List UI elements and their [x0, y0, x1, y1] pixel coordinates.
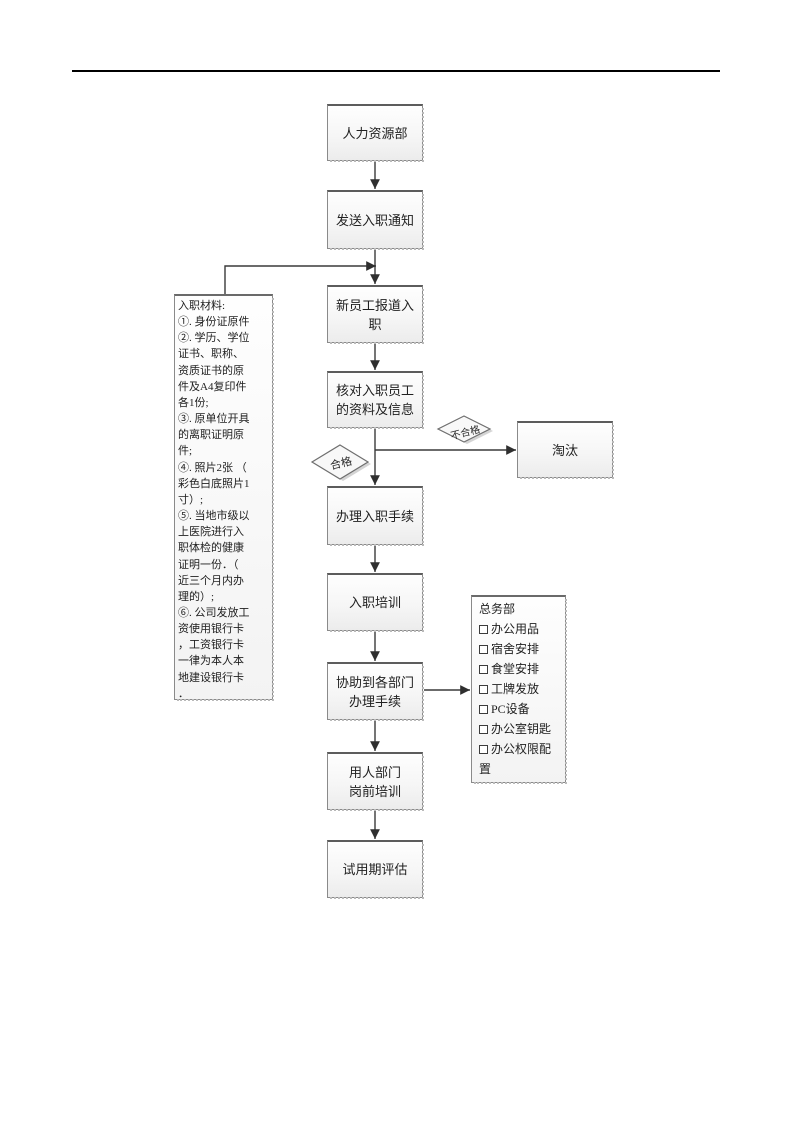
flow-node-dept-training: 用人部门 岗前培训: [327, 752, 424, 811]
checkbox-icon: [479, 745, 488, 754]
checkbox-icon: [479, 705, 488, 714]
flow-node-label: 办理入职手续: [335, 508, 414, 524]
unqualified-diamond: 不合格: [436, 415, 494, 447]
diamond-shape-icon: [436, 415, 493, 444]
checklist-item-dormitory: 宿舍安排: [479, 639, 558, 659]
flow-node-label: 入职培训: [348, 595, 401, 610]
diamond-shape-icon: [310, 444, 371, 481]
flow-node-verify-info: 核对入职员工 的资料及信息: [327, 371, 424, 429]
note-text: 入职材料: ①. 身份证原件 ②. 学历、学位 证书、职称、 资质证书的原 件及…: [178, 300, 250, 700]
checklist-item-office-supplies: 办公用品: [479, 619, 558, 639]
checklist-item-label: 宿舍安排: [491, 642, 540, 656]
checklist-item-canteen: 食堂安排: [479, 659, 558, 679]
checklist-item-label: 办公权限配置: [479, 742, 552, 776]
flow-node-label: 发送入职通知: [335, 212, 414, 228]
checkbox-icon: [479, 725, 488, 734]
checklist-item-badge: 工牌发放: [479, 679, 558, 699]
qualified-diamond: 合格: [310, 443, 372, 483]
connector-note-to-flow: [224, 261, 376, 294]
flow-node-procedure: 办理入职手续: [327, 486, 424, 546]
checklist-item-permissions: 办公权限配置: [479, 739, 558, 779]
flow-node-label: 协助到各部门 办理手续: [335, 674, 414, 709]
checkbox-icon: [479, 685, 488, 694]
header-rule: [72, 70, 720, 72]
flow-node-send-notice: 发送入职通知: [327, 190, 424, 250]
flow-node-probation-review: 试用期评估: [327, 840, 424, 899]
flow-node-training: 入职培训: [327, 573, 424, 632]
flow-node-label: 淘汰: [551, 442, 578, 458]
general-affairs-box: 总务部 办公用品 宿舍安排 食堂安排 工牌发放 PC设备 办公室钥匙 办公权限配…: [471, 595, 567, 784]
flow-node-label: 新员工报道入 职: [335, 297, 414, 332]
flow-node-label: 试用期评估: [342, 862, 408, 877]
flow-node-eliminate: 淘汰: [517, 421, 614, 479]
checklist-item-label: 办公室钥匙: [491, 722, 552, 736]
flow-node-hr: 人力资源部: [327, 104, 424, 162]
flow-node-label: 用人部门 岗前培训: [348, 764, 401, 799]
flow-node-assist-departments: 协助到各部门 办理手续: [327, 662, 424, 721]
checklist-item-label: 工牌发放: [491, 682, 540, 696]
checklist-item-office-key: 办公室钥匙: [479, 719, 558, 739]
checkbox-icon: [479, 645, 488, 654]
checklist-item-pc-equipment: PC设备: [479, 699, 558, 719]
flow-node-label: 人力资源部: [342, 125, 408, 141]
flow-node-label: 核对入职员工 的资料及信息: [335, 383, 414, 417]
checklist-item-label: 食堂安排: [491, 662, 540, 676]
onboarding-materials-note: 入职材料: ①. 身份证原件 ②. 学历、学位 证书、职称、 资质证书的原 件及…: [174, 294, 274, 701]
general-affairs-title: 总务部: [479, 602, 516, 616]
checklist-item-label: 办公用品: [491, 622, 540, 636]
flow-node-report: 新员工报道入 职: [327, 285, 424, 344]
checkbox-icon: [479, 665, 488, 674]
checkbox-icon: [479, 625, 488, 634]
checklist-item-label: PC设备: [491, 702, 530, 716]
